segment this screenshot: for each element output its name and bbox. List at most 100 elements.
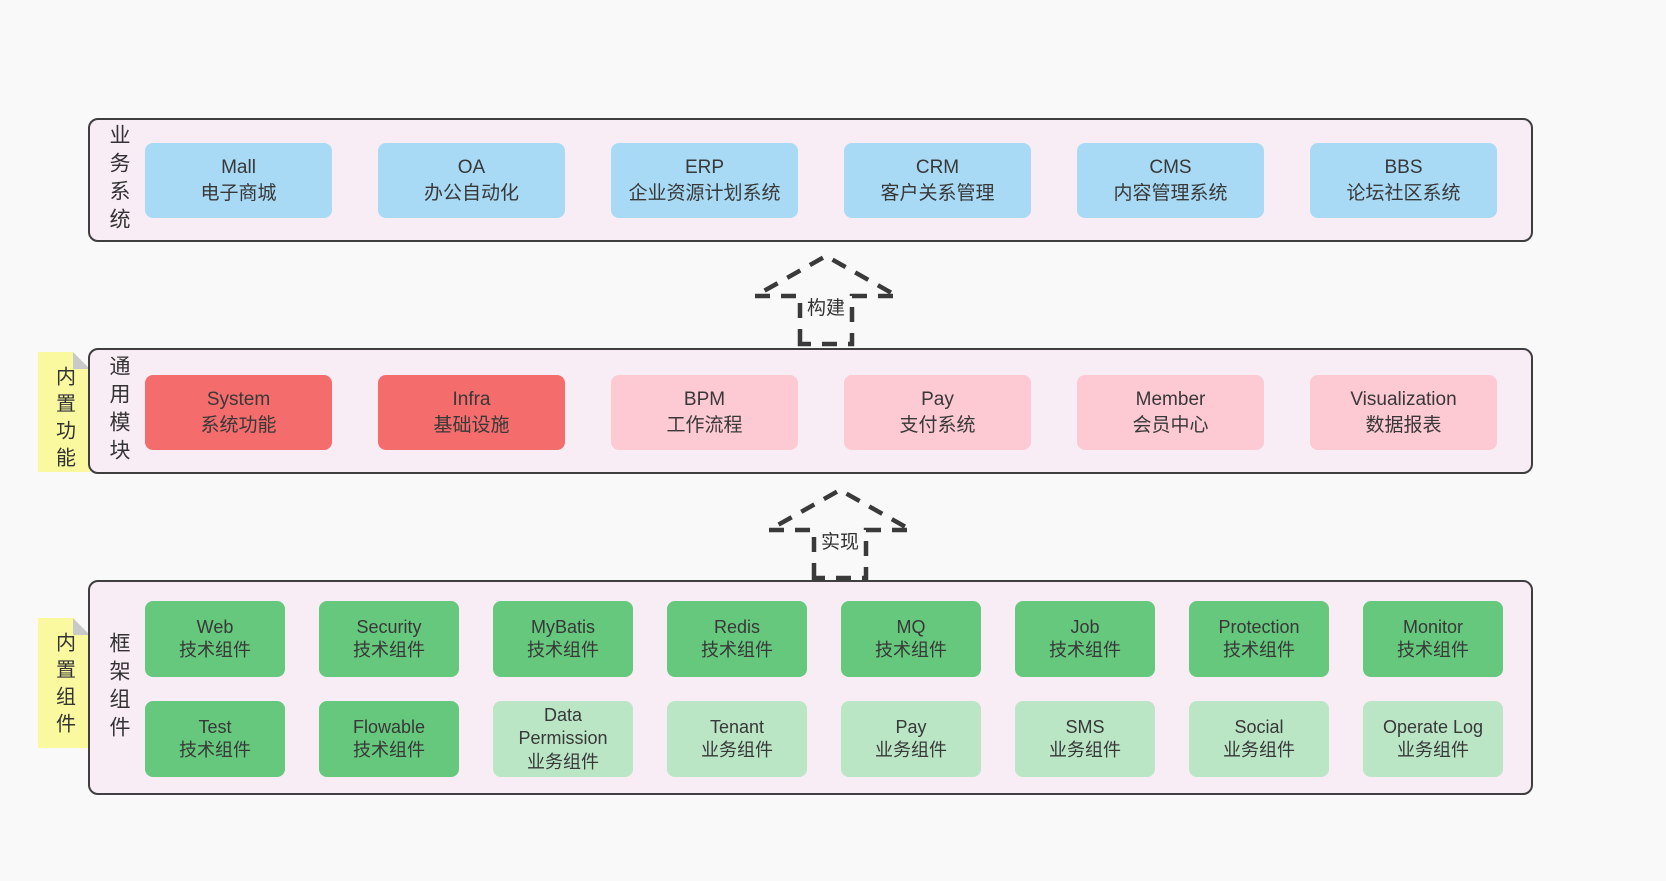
- box-bbs: BBS 论坛社区系统: [1310, 143, 1497, 218]
- modules-box-row: System 系统功能 Infra 基础设施 BPM 工作流程 Pay 支付系统…: [145, 375, 1497, 450]
- box-subtitle: 客户关系管理: [880, 182, 995, 204]
- box-title: Protection: [1218, 616, 1300, 637]
- box-title: Redis: [713, 616, 761, 637]
- box-bpm: BPM 工作流程: [611, 375, 798, 450]
- box-title: Pay: [895, 716, 927, 737]
- layer-framework-components: 框架组件 Web 技术组件 Security 技术组件 MyBatis 技术组件…: [88, 580, 1533, 795]
- box-redis: Redis 技术组件: [667, 601, 807, 677]
- box-web: Web 技术组件: [145, 601, 285, 677]
- box-subtitle: 数据报表: [1365, 414, 1442, 436]
- box-member: Member 会员中心: [1077, 375, 1264, 450]
- box-tenant: Tenant 业务组件: [667, 701, 807, 777]
- tag-built-in-features: 内置功能: [38, 352, 90, 472]
- tag-built-in-components: 内置组件: [38, 618, 90, 748]
- tag-label: 内置功能: [52, 366, 75, 474]
- box-sms: SMS 业务组件: [1015, 701, 1155, 777]
- box-subtitle: 工作流程: [666, 414, 743, 436]
- arrow-build: 构建: [751, 252, 901, 347]
- dashed-up-arrow-icon: [765, 487, 915, 581]
- arrow-label: 构建: [803, 292, 849, 321]
- box-title: SMS: [1065, 716, 1105, 737]
- box-visualization: Visualization 数据报表: [1310, 375, 1497, 450]
- box-title: Pay: [921, 389, 954, 411]
- box-subtitle: 内容管理系统: [1113, 182, 1228, 204]
- tag-label: 内置组件: [52, 632, 75, 740]
- box-erp: ERP 企业资源计划系统: [611, 143, 798, 218]
- box-subtitle: 基础设施: [433, 414, 510, 436]
- box-data-permission: Data Permission 业务组件: [493, 701, 633, 777]
- box-title: MQ: [896, 616, 926, 637]
- box-subtitle: 支付系统: [899, 414, 976, 436]
- layer-label-business-systems: 业务系统: [107, 124, 130, 236]
- box-subtitle: 业务组件: [1223, 740, 1295, 760]
- box-subtitle: 技术组件: [1397, 640, 1469, 660]
- layer-label-common-modules: 通用模块: [107, 355, 130, 467]
- box-title: Mall: [221, 157, 256, 179]
- box-test: Test 技术组件: [145, 701, 285, 777]
- box-social: Social 业务组件: [1189, 701, 1329, 777]
- components-grid: Web 技术组件 Security 技术组件 MyBatis 技术组件 Redi…: [145, 601, 1503, 777]
- box-subtitle: 技术组件: [353, 740, 425, 760]
- box-subtitle: 技术组件: [179, 640, 251, 660]
- box-operate-log: Operate Log 业务组件: [1363, 701, 1503, 777]
- box-subtitle: 企业资源计划系统: [628, 182, 781, 204]
- box-flowable: Flowable 技术组件: [319, 701, 459, 777]
- box-subtitle: 办公自动化: [423, 182, 519, 204]
- box-title: Visualization: [1350, 389, 1457, 411]
- box-system: System 系统功能: [145, 375, 332, 450]
- box-subtitle: 会员中心: [1132, 414, 1209, 436]
- box-protection: Protection 技术组件: [1189, 601, 1329, 677]
- box-subtitle: 电子商城: [200, 182, 277, 204]
- box-title: CMS: [1149, 157, 1192, 179]
- box-title: MyBatis: [530, 616, 595, 637]
- box-subtitle: 系统功能: [200, 414, 277, 436]
- box-subtitle: 业务组件: [875, 740, 947, 760]
- box-title: Test: [198, 716, 232, 737]
- layer-label-framework-components: 框架组件: [107, 631, 130, 744]
- box-title: BPM: [683, 389, 726, 411]
- box-subtitle: 技术组件: [179, 740, 251, 760]
- box-subtitle: 技术组件: [353, 640, 425, 660]
- arrow-implement: 实现: [765, 486, 915, 581]
- box-oa: OA 办公自动化: [378, 143, 565, 218]
- box-subtitle: 论坛社区系统: [1346, 182, 1461, 204]
- box-title: System: [206, 389, 271, 411]
- layer-common-modules: 通用模块 System 系统功能 Infra 基础设施 BPM 工作流程 Pay…: [88, 348, 1533, 474]
- box-title: Tenant: [709, 716, 765, 737]
- box-mq: MQ 技术组件: [841, 601, 981, 677]
- layer-business-systems: 业务系统 Mall 电子商城 OA 办公自动化 ERP 企业资源计划系统 CRM…: [88, 118, 1533, 242]
- box-title: Data Permission: [518, 705, 608, 749]
- box-security: Security 技术组件: [319, 601, 459, 677]
- box-title: ERP: [684, 157, 725, 179]
- box-title: Security: [356, 616, 422, 637]
- box-subtitle: 技术组件: [875, 640, 947, 660]
- box-title: OA: [457, 157, 486, 179]
- box-pay-biz: Pay 业务组件: [841, 701, 981, 777]
- box-title: Member: [1135, 389, 1206, 411]
- box-subtitle: 技术组件: [527, 640, 599, 660]
- box-subtitle: 技术组件: [701, 640, 773, 660]
- business-box-row: Mall 电子商城 OA 办公自动化 ERP 企业资源计划系统 CRM 客户关系…: [145, 143, 1497, 218]
- box-infra: Infra 基础设施: [378, 375, 565, 450]
- box-subtitle: 业务组件: [1397, 740, 1469, 760]
- box-title: Web: [196, 616, 234, 637]
- box-mall: Mall 电子商城: [145, 143, 332, 218]
- box-title: Social: [1234, 716, 1284, 737]
- box-pay: Pay 支付系统: [844, 375, 1031, 450]
- box-title: BBS: [1384, 157, 1423, 179]
- arrow-label: 实现: [817, 526, 863, 555]
- box-subtitle: 业务组件: [527, 751, 599, 772]
- box-subtitle: 技术组件: [1223, 640, 1295, 660]
- box-title: Job: [1070, 616, 1100, 637]
- box-title: Monitor: [1402, 616, 1464, 637]
- box-subtitle: 业务组件: [1049, 740, 1121, 760]
- box-subtitle: 业务组件: [701, 740, 773, 760]
- box-mybatis: MyBatis 技术组件: [493, 601, 633, 677]
- box-subtitle: 技术组件: [1049, 640, 1121, 660]
- box-title: Infra: [452, 389, 491, 411]
- box-title: Flowable: [352, 716, 426, 737]
- box-crm: CRM 客户关系管理: [844, 143, 1031, 218]
- box-title: CRM: [915, 157, 960, 179]
- box-title: Operate Log: [1382, 716, 1484, 737]
- box-job: Job 技术组件: [1015, 601, 1155, 677]
